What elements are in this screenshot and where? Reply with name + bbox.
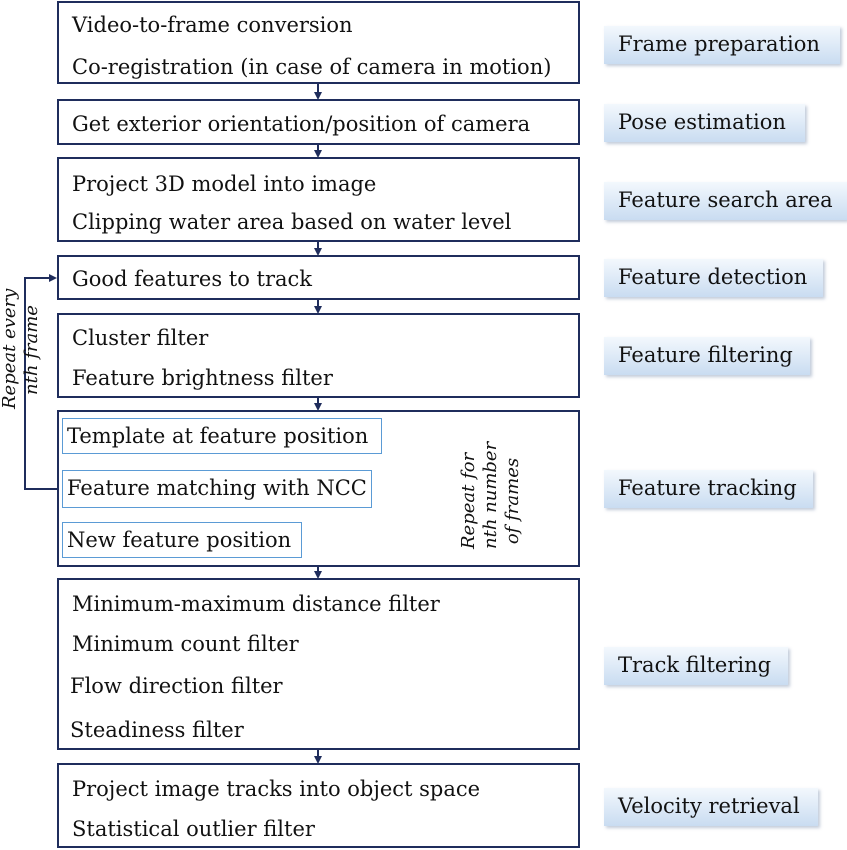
step-line: Good features to track	[72, 267, 313, 291]
label-feature-detection: Feature detection	[604, 259, 823, 297]
step-line: Minimum count filter	[72, 632, 299, 656]
step-track-filtering: Minimum-maximum distance filter Minimum …	[57, 578, 580, 750]
outer-loop-label: Repeat every nth frame	[0, 288, 42, 409]
step-line: Flow direction filter	[70, 674, 283, 698]
substep-ncc-matching: Feature matching with NCC	[62, 470, 372, 508]
step-feature-search-area: Project 3D model into image Clipping wat…	[57, 157, 580, 242]
step-line: Project 3D model into image	[72, 172, 377, 196]
step-line: Project image tracks into object space	[72, 777, 481, 801]
step-line: Steadiness filter	[70, 718, 244, 742]
step-line: Co-registration (in case of camera in mo…	[72, 55, 552, 79]
step-line: Minimum-maximum distance filter	[72, 592, 440, 616]
step-line: Clipping water area based on water level	[72, 210, 512, 234]
step-line: Get exterior orientation/position of cam…	[72, 112, 531, 136]
substep-new-position: New feature position	[62, 522, 302, 558]
step-frame-preparation: Video-to-frame conversion Co-registratio…	[57, 1, 580, 84]
label-velocity-retrieval: Velocity retrieval	[604, 788, 818, 826]
step-velocity-retrieval: Project image tracks into object space S…	[57, 763, 580, 848]
step-line: Statistical outlier filter	[72, 817, 315, 841]
step-line: Video-to-frame conversion	[72, 13, 353, 37]
label-feature-search-area: Feature search area	[604, 182, 847, 220]
step-line: Feature brightness filter	[72, 366, 333, 390]
inner-loop-label: Repeat for nth number of frames	[458, 441, 523, 549]
step-feature-detection: Good features to track	[57, 255, 580, 300]
step-line: Cluster filter	[72, 326, 209, 350]
step-pose-estimation: Get exterior orientation/position of cam…	[57, 99, 580, 145]
label-frame-preparation: Frame preparation	[604, 26, 840, 64]
label-feature-tracking: Feature tracking	[604, 470, 813, 508]
label-pose-estimation: Pose estimation	[604, 104, 805, 142]
label-feature-filtering: Feature filtering	[604, 337, 810, 375]
substep-template: Template at feature position	[62, 418, 382, 454]
outer-loop-arrow	[24, 274, 60, 490]
step-feature-filtering: Cluster filter Feature brightness filter	[57, 313, 580, 398]
label-track-filtering: Track filtering	[604, 647, 788, 685]
